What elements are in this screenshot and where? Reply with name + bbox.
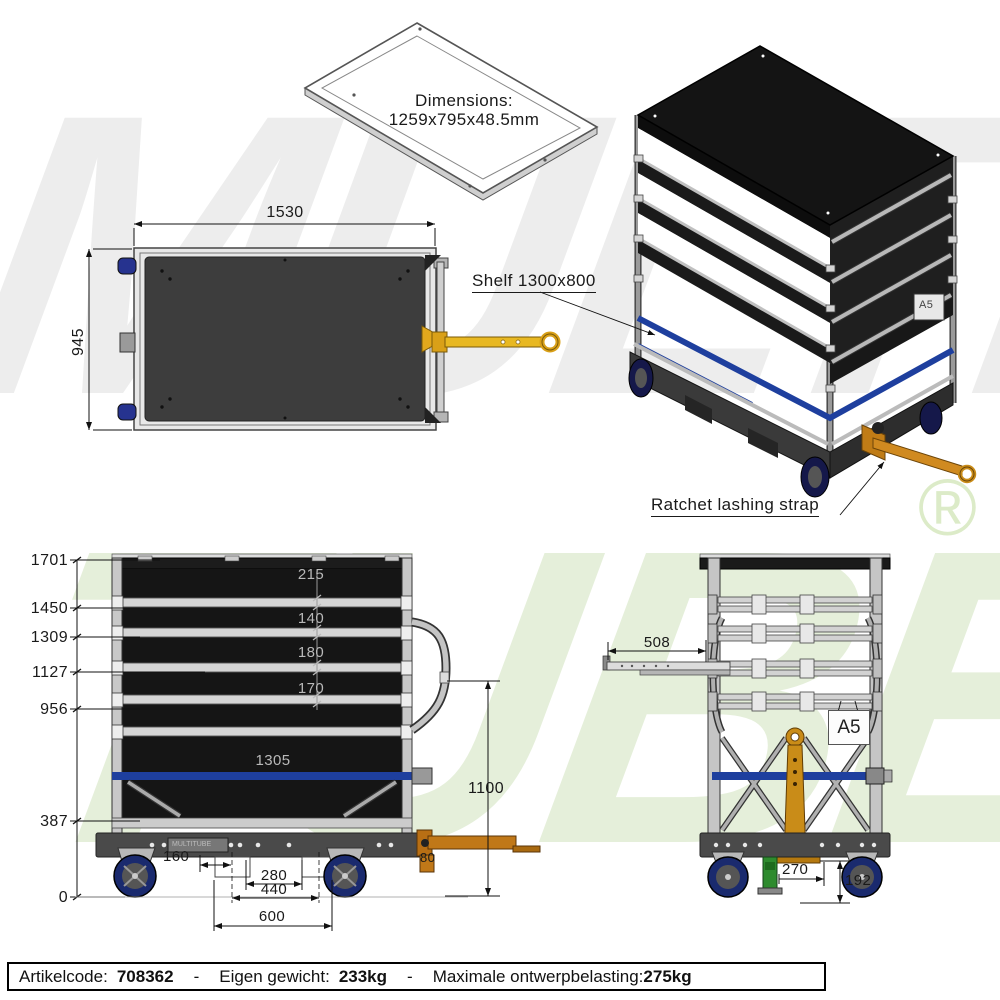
- front-view: [95, 553, 541, 898]
- separator: -: [407, 966, 413, 986]
- dim-180: 180: [297, 644, 325, 661]
- shelf-leader-line: [539, 291, 656, 336]
- side-tow-bar: [775, 727, 821, 864]
- spec-footer-bar: Artikelcode: 708362 - Eigen gewicht: 233…: [7, 962, 826, 991]
- dim-140: 140: [297, 610, 325, 627]
- dim-0: 0: [58, 889, 68, 906]
- dim-440: 440: [260, 881, 288, 898]
- a5-card: A5: [828, 710, 870, 745]
- front-foot: [214, 856, 251, 878]
- front-shelf-rails: [111, 595, 413, 740]
- dim-192: 192: [845, 872, 872, 889]
- iso-tow-bar: [861, 422, 977, 484]
- shelf-annotation: Shelf 1300x800: [472, 271, 596, 293]
- load-value: 275kg: [643, 966, 692, 986]
- a5-card-label: A5: [837, 716, 861, 738]
- iso-lashing-strap: [636, 315, 955, 422]
- front-lashing-strap: [112, 772, 420, 780]
- side-roller-rails: [707, 594, 883, 712]
- iso-a5-label: A5: [919, 299, 934, 311]
- tray-view: [303, 22, 599, 201]
- isometric-view: [628, 45, 977, 498]
- dim-945: 945: [70, 328, 87, 356]
- strap-leader-line: [839, 461, 885, 516]
- dim-1450: 1450: [30, 600, 68, 617]
- dim-160: 160: [163, 848, 190, 865]
- side-bumper: [699, 832, 891, 858]
- side-view: [602, 553, 893, 898]
- levelling-foot: [757, 856, 783, 895]
- separator: -: [193, 966, 200, 986]
- iso-bumper: [629, 351, 831, 479]
- dim-1701: 1701: [30, 552, 68, 569]
- top-view: [117, 247, 561, 431]
- tray-dimensions-label: Dimensions:1259x795x48.5mm: [388, 91, 540, 129]
- dim-1100: 1100: [468, 780, 505, 797]
- side-wheels: [707, 851, 883, 898]
- caster-stub: [117, 257, 137, 275]
- side-connector: [119, 332, 136, 353]
- dim-280: 280: [260, 867, 288, 884]
- dim-387: 387: [40, 813, 68, 830]
- dim-1530: 1530: [266, 204, 304, 221]
- side-strap-ratchet: [865, 767, 885, 785]
- artikelcode-label: Artikelcode:: [19, 966, 108, 986]
- dim-270: 270: [782, 861, 809, 878]
- dim-1305: 1305: [255, 752, 291, 769]
- strap-ratchet: [411, 767, 433, 785]
- dim-1309: 1309: [30, 629, 68, 646]
- caster-stub: [117, 403, 137, 421]
- iso-shelf: [638, 238, 830, 363]
- dim-215: 215: [297, 566, 325, 583]
- bumper-logo-plate: [167, 837, 229, 853]
- artikelcode-value: 708362: [116, 966, 174, 986]
- dim-170: 170: [297, 680, 325, 697]
- weight-value: 233kg: [338, 966, 388, 986]
- weight-label: Eigen gewicht:: [219, 966, 330, 986]
- top-view-deck-panel: [144, 256, 426, 422]
- dim-600: 600: [258, 908, 286, 925]
- tow-bar-top: [421, 325, 561, 353]
- iso-top-panel: [636, 45, 955, 226]
- dim-508: 508: [643, 634, 671, 651]
- iso-shelf: [638, 158, 830, 283]
- dim-1127: 1127: [31, 664, 68, 681]
- dimension-lines: [70, 221, 885, 931]
- ratchet-strap-annotation: Ratchet lashing strap: [651, 495, 820, 517]
- iso-shelf: [638, 198, 830, 323]
- front-tow-bar: [416, 829, 541, 873]
- load-label: Maximale ontwerpbelasting:: [432, 966, 644, 986]
- dim-956: 956: [40, 701, 68, 718]
- iso-a5-card: [913, 293, 945, 321]
- front-wheels: [113, 847, 367, 898]
- dim-80: 80: [420, 850, 436, 865]
- iso-wheels: [628, 358, 943, 498]
- bumper-logo-text: MULTITUBE: [172, 841, 212, 848]
